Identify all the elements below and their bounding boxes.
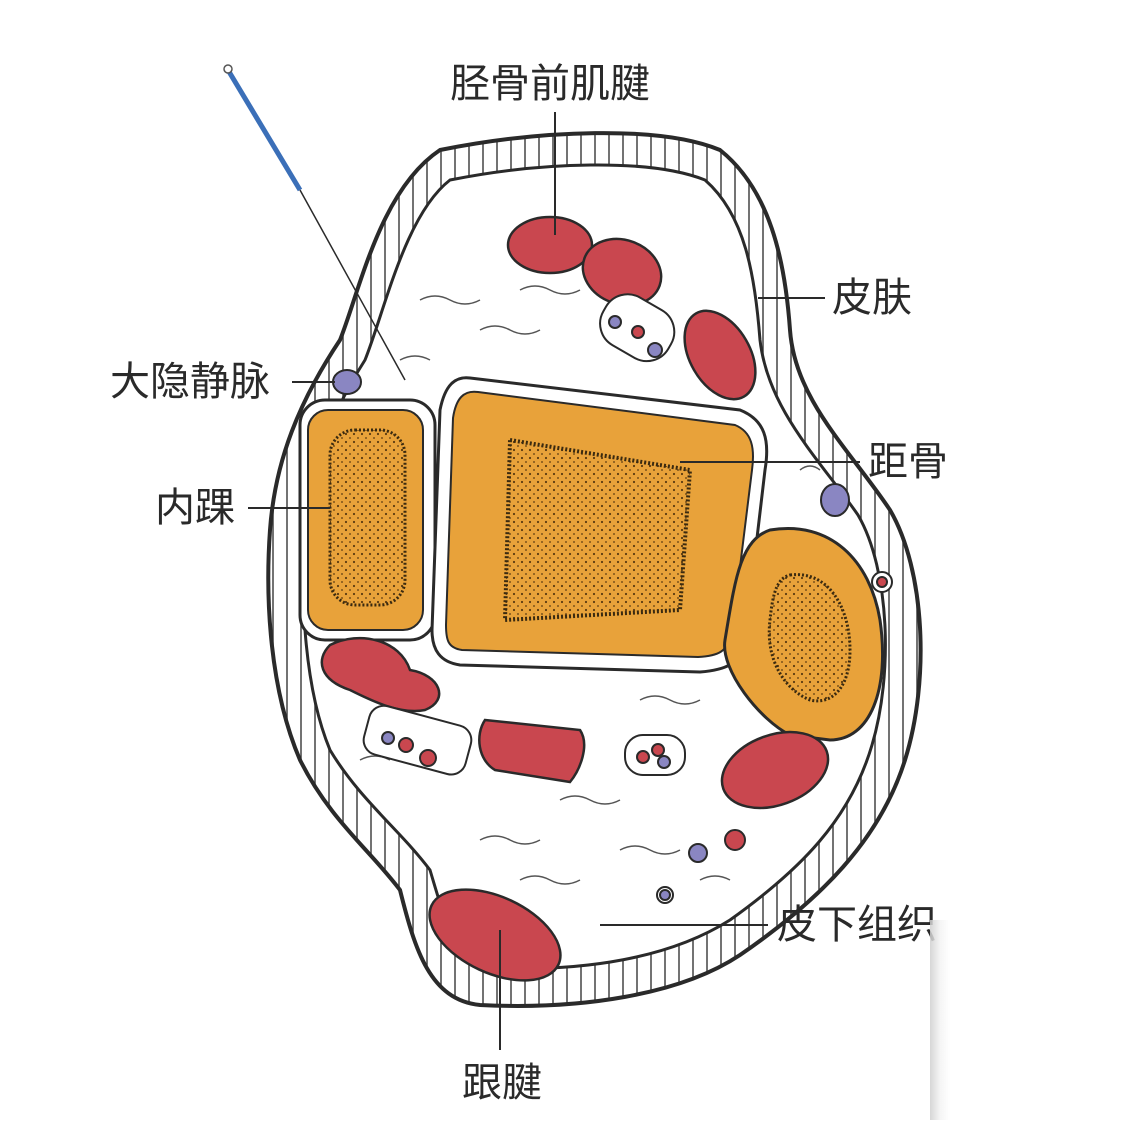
- achilles-tendon: [428, 888, 562, 982]
- label-tibialis-anterior-tendon: 胫骨前肌腱: [450, 61, 650, 107]
- tibialis-anterior-tendon: [506, 215, 594, 275]
- needle-icon: [223, 64, 406, 381]
- leader-lines: [248, 112, 860, 1050]
- label-skin: 皮肤: [832, 275, 912, 321]
- tendons: [320, 215, 830, 982]
- label-achilles-tendon: 跟腱: [462, 1060, 542, 1106]
- talus-bone: [430, 376, 769, 674]
- page-fold-shadow: [930, 920, 1125, 1139]
- label-talus: 距骨: [868, 439, 948, 485]
- medial-malleolus-bone: [298, 398, 437, 642]
- neurovascular-bundles: [332, 293, 893, 904]
- label-medial-malleolus: 内踝: [155, 485, 235, 531]
- label-great-saphenous-vein: 大隐静脉: [110, 359, 270, 405]
- great-saphenous-vein: [332, 369, 362, 395]
- label-subcutaneous-tissue: 皮下组织: [777, 902, 937, 948]
- calcaneus-bone: [723, 527, 885, 742]
